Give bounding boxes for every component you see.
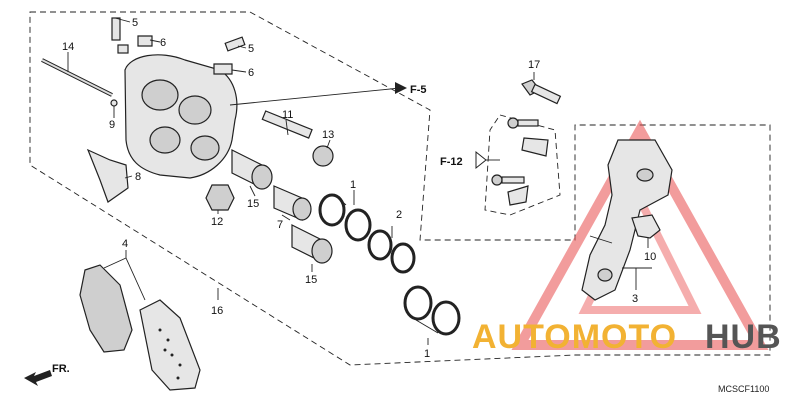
label-part-15-lower: 15 [305,274,317,286]
ref-front: FR. [52,363,70,375]
bracket-clip-lower [507,185,529,206]
label-part-4: 4 [122,238,128,250]
label-part-8: 8 [135,171,141,183]
label-part-12: 12 [211,216,223,228]
bracket-bolt-lower [491,174,525,186]
label-part-9: 9 [109,119,115,131]
brake-pad-part-4-front [79,264,133,353]
retainer-clip-part-10 [631,214,661,239]
label-part-1-upper: 1 [350,179,356,191]
label-part-3: 3 [632,293,638,305]
arrow-f12 [475,150,487,170]
label-part-1-lower: 1 [424,348,430,360]
ref-f12: F-12 [440,156,463,168]
bracket-group-boundary [484,114,561,216]
arrow-f5 [395,82,407,94]
piston-part-7 [273,185,312,221]
label-part-5-upper: 5 [132,17,138,29]
seal-set-part-1-upper [318,193,372,242]
clip-part-9 [110,99,118,107]
label-part-10: 10 [644,251,656,263]
label-part-15-upper: 15 [247,198,259,210]
label-part-6-lower: 6 [248,67,254,79]
pad-spring-part-8 [86,148,129,203]
label-part-13: 13 [322,129,334,141]
seal-set-part-2 [367,229,416,274]
label-part-5-lower: 5 [248,43,254,55]
assembly-boundary [29,11,771,366]
piston-part-15-upper [231,149,273,190]
seal-set-part-1-lower [403,285,461,336]
cap-part-6-lower [213,63,233,75]
label-part-14: 14 [62,41,74,53]
bolt-part-17 [521,79,562,105]
caliper-bracket-part-3 [581,139,673,301]
label-part-16: 16 [211,305,223,317]
caliper-body [124,54,238,179]
bracket-clip-upper [521,137,549,157]
pin-part-14 [41,58,113,97]
bleeder-part-5-lower [224,36,246,52]
label-part-11: 11 [282,109,293,121]
label-part-17: 17 [528,59,540,71]
slide-pin-part-11 [261,110,313,139]
front-direction-arrow [24,370,52,386]
label-part-2: 2 [396,209,402,221]
watermark-brand-part1: AUTOMOTO [472,318,677,356]
label-part-7: 7 [277,219,283,231]
bolt-part-12 [205,184,235,211]
watermark-brand-part2: HUB [705,318,782,356]
cap-part-6-upper [137,35,153,47]
piston-part-15-lower [291,224,333,264]
diagram-code: MCSCF1100 [718,384,769,394]
ref-f5: F-5 [410,84,427,96]
bracket-bolt-upper [507,117,539,129]
bleeder-part-5-upper [111,17,129,54]
label-part-6-upper: 6 [160,37,166,49]
boot-part-13 [312,145,334,167]
brake-pad-part-4-rear [139,299,201,391]
